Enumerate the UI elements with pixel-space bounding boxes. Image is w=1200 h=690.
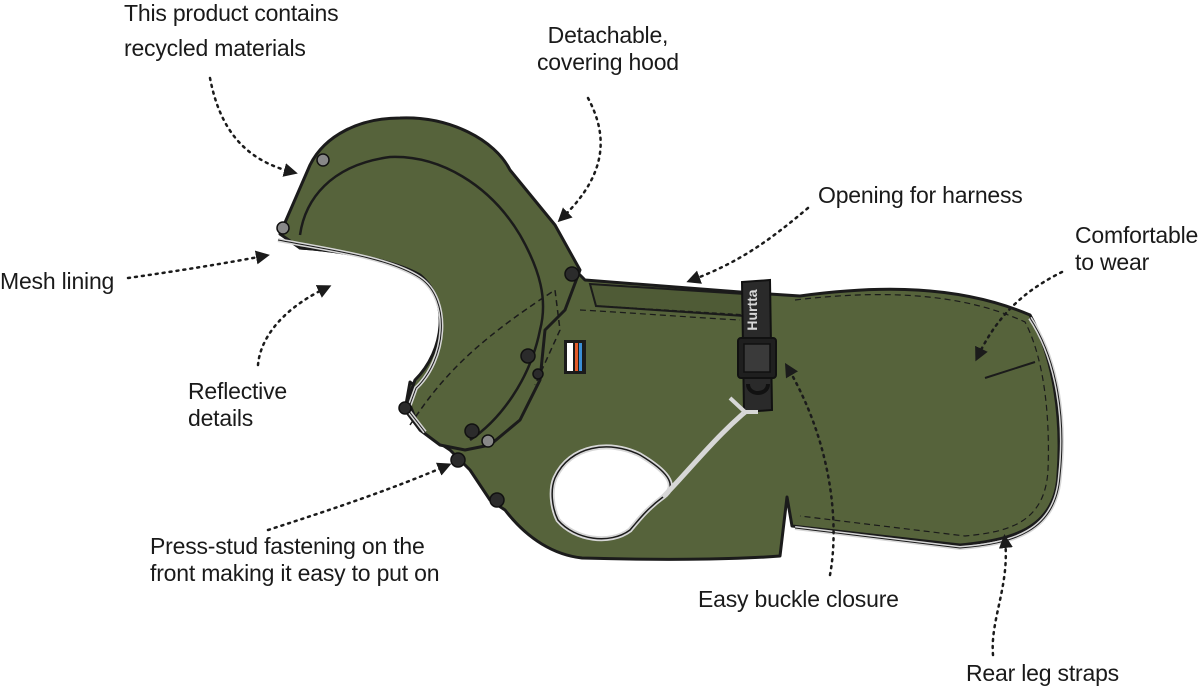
callout-hood-line-2: covering hood <box>537 49 679 75</box>
callout-reflective-line-2: details <box>188 405 254 431</box>
callout-comfortable-line-1: Comfortable <box>1075 222 1199 248</box>
callout-press-stud: Press-stud fastening on the front making… <box>150 533 440 587</box>
callout-comfortable: Comfortable to wear <box>1075 222 1198 276</box>
arrow-mesh <box>126 250 270 280</box>
arrow-harness <box>686 206 810 284</box>
arrow-comfortable <box>975 270 1064 362</box>
callout-harness-opening: Opening for harness <box>818 182 1023 209</box>
arrow-press-stud <box>266 462 452 532</box>
callout-press-stud-line-1: Press-stud fastening on the <box>150 533 425 559</box>
callout-recycled-line-1: This product contains <box>124 0 339 26</box>
callout-recycled: This product contains recycled materials <box>124 0 339 62</box>
callout-comfortable-line-2: to wear <box>1075 249 1150 275</box>
callout-hood: Detachable, covering hood <box>537 22 679 76</box>
callout-hood-line-1: Detachable, <box>547 22 669 48</box>
buckle-strap: Hurtta <box>737 278 777 414</box>
callout-buckle-line-1: Easy buckle closure <box>698 586 899 612</box>
callout-buckle: Easy buckle closure <box>698 586 899 613</box>
callout-rear-straps-line-1: Rear leg straps <box>966 660 1119 686</box>
callout-mesh-line-1: Mesh lining <box>0 268 115 294</box>
arrow-hood <box>557 96 602 223</box>
callout-reflective-line-1: Reflective <box>188 378 287 404</box>
arrow-buckle <box>784 362 835 577</box>
buckle-brand-text: Hurtta <box>744 289 760 330</box>
callout-press-stud-line-2: front making it easy to put on <box>150 560 440 586</box>
hood-seam <box>298 155 545 442</box>
callout-reflective: Reflective details <box>188 378 287 432</box>
callout-mesh: Mesh lining <box>0 268 114 295</box>
arrow-reflective <box>256 285 332 367</box>
body-stitch <box>579 294 1049 537</box>
callout-recycled-line-2: recycled materials <box>124 35 306 61</box>
brand-label <box>564 340 586 374</box>
callout-rear-straps: Rear leg straps <box>966 660 1119 687</box>
callout-harness-opening-line-1: Opening for harness <box>818 182 1023 208</box>
hood-stitch <box>409 288 561 426</box>
press-studs <box>276 153 580 508</box>
arrow-rear-straps <box>991 534 1013 657</box>
arrow-recycled <box>208 76 298 177</box>
